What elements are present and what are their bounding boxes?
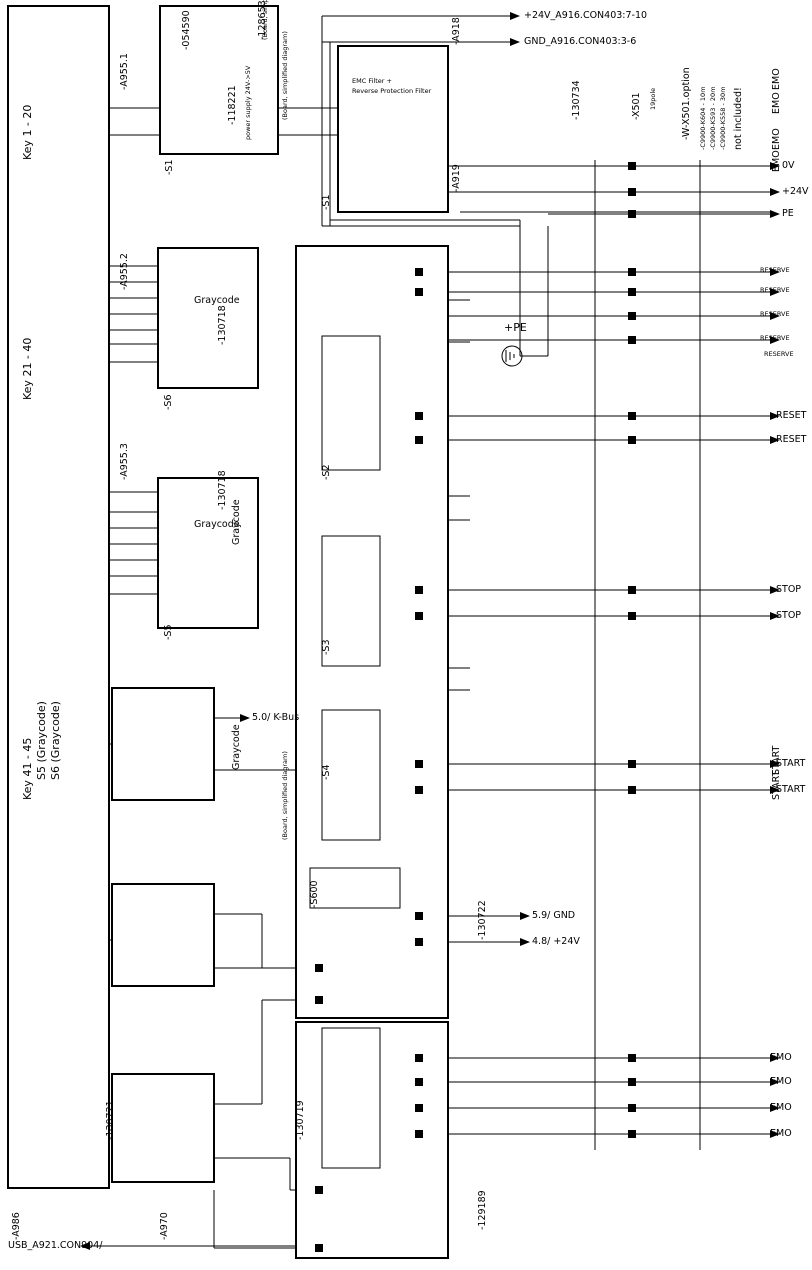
s3-box xyxy=(321,535,381,667)
graycode-s5-inline: Graycode xyxy=(194,519,240,530)
emo-b: EMO xyxy=(770,1076,792,1087)
p24v-label: +24V xyxy=(782,186,809,197)
a919-outline xyxy=(295,245,449,1019)
start-b: START xyxy=(776,784,806,795)
a970-outline xyxy=(159,5,279,155)
s2-box xyxy=(321,709,381,841)
x501-item-3: -C9900-K558 - 30m xyxy=(719,86,727,150)
a919-id: -A919 xyxy=(451,164,462,192)
a968-outline xyxy=(337,45,449,213)
power-supply-label: power supply 24V->5V xyxy=(244,65,252,140)
reserve-1: RESERVE xyxy=(760,266,790,274)
reserve-4: RESERVE xyxy=(760,334,790,342)
reset-2: RESET xyxy=(776,434,807,445)
emo-2: EMO xyxy=(771,128,782,150)
s3-id: -S3 xyxy=(321,639,332,655)
a986-outline xyxy=(7,5,110,1189)
emc-filter-label: EMC Filter + xyxy=(352,77,392,85)
gnd-ref: 5.9/ GND xyxy=(532,910,576,921)
pe-ground-label: +PE xyxy=(504,321,527,334)
a986-key-41-45-label: Key 41 - 45 xyxy=(21,737,34,800)
a986-s5-label: S5 (Graycode) xyxy=(35,701,48,780)
a955-3-id: -A955.3 xyxy=(119,443,130,480)
cable-130718-a: -130718 xyxy=(217,305,228,345)
start-a: START xyxy=(776,758,806,769)
top-gnd-ref: GND_A916.CON403:3-6 xyxy=(524,36,637,47)
kbus-ref: 5.0/ K-Bus xyxy=(252,712,300,723)
emo-3: EMO xyxy=(771,92,782,114)
a918-outline xyxy=(295,1021,449,1259)
s4-id: -S4 xyxy=(321,764,332,780)
reserve-5: RESERVE xyxy=(764,350,794,358)
graycode-s6-inline: Graycode xyxy=(194,295,240,306)
s600-box xyxy=(309,867,401,909)
ov-label: 0V xyxy=(782,160,795,171)
a955-1-outline xyxy=(111,1073,215,1183)
a986-id: -A986 xyxy=(11,1212,22,1240)
reset-1: RESET xyxy=(776,410,807,421)
emo-d: EMO xyxy=(770,1128,792,1139)
s2-id: -S2 xyxy=(321,464,332,480)
emo-a: EMO xyxy=(770,1052,792,1063)
usb-ref: USB_A921.CON904/ xyxy=(8,1240,103,1251)
cable-130719: -130719 xyxy=(295,1100,306,1140)
cable-130734: -130734 xyxy=(571,80,582,120)
p24v-ref: 4.8/ +24V xyxy=(532,936,580,947)
a955-1-id: -A955.1 xyxy=(119,53,130,90)
pe-ground-icon xyxy=(501,345,523,367)
cable-129189: -129189 xyxy=(477,1190,488,1230)
stop-1: STOP xyxy=(776,584,802,595)
x501-item-1: -C9900-K604 - 10m xyxy=(699,86,707,150)
a970-id: -A970 xyxy=(159,1212,170,1240)
s1-box xyxy=(321,1027,381,1169)
emo-1: EMO xyxy=(771,150,782,172)
stop-2: STOP xyxy=(776,610,802,621)
s5-outline xyxy=(157,477,259,629)
cable-118221: -118221 xyxy=(227,85,238,125)
top-24v-ref: +24V_A916.CON403:7-10 xyxy=(524,10,648,21)
s1-id: -S1 xyxy=(164,159,175,175)
s6-outline xyxy=(157,247,259,389)
cable-130721: -130721 xyxy=(105,1100,116,1140)
emo-4: EMO xyxy=(771,68,782,90)
graycode-s5-label: Graycode xyxy=(231,724,242,770)
emc-filter-label-2: Reverse Protection Filter xyxy=(352,87,432,95)
a955-2-id: -A955.2 xyxy=(119,253,130,290)
pe-label: PE xyxy=(782,208,794,219)
w-x501-label: -W-X501.option xyxy=(681,67,692,140)
a986-key-1-20-label: Key 1 - 20 xyxy=(21,104,34,160)
a919-board-top-label: (Board, simplified diagram) xyxy=(281,751,289,840)
s1-id-board: -S1 xyxy=(321,194,332,210)
a986-s6-label: S6 (Graycode) xyxy=(49,701,62,780)
emo-c: EMO xyxy=(770,1102,792,1113)
x501-pole: 19pole xyxy=(649,87,657,110)
cable-128653: -128653 xyxy=(257,0,268,40)
x501-not-included: not included! xyxy=(733,87,744,150)
a986-key-21-40-label: Key 21 - 40 xyxy=(21,337,34,400)
reserve-3: RESERVE xyxy=(760,310,790,318)
x501-item-2: -C9900-K593 - 20m xyxy=(709,86,717,150)
a918-id: -A918 xyxy=(451,17,462,45)
a955-2-outline xyxy=(111,883,215,987)
cable-054590: -054590 xyxy=(181,10,192,50)
s6-id: -S6 xyxy=(163,394,174,410)
cable-130722: -130722 xyxy=(477,900,488,940)
s4-box xyxy=(321,335,381,471)
s600-id: -S600 xyxy=(309,880,320,908)
cable-130718-b: -130718 xyxy=(217,470,228,510)
a918-board-label: (Board, simplified diagram) xyxy=(281,31,289,120)
x501-label: -X501 xyxy=(631,92,642,120)
s5-id: -S5 xyxy=(163,624,174,640)
reserve-2: RESERVE xyxy=(760,286,790,294)
